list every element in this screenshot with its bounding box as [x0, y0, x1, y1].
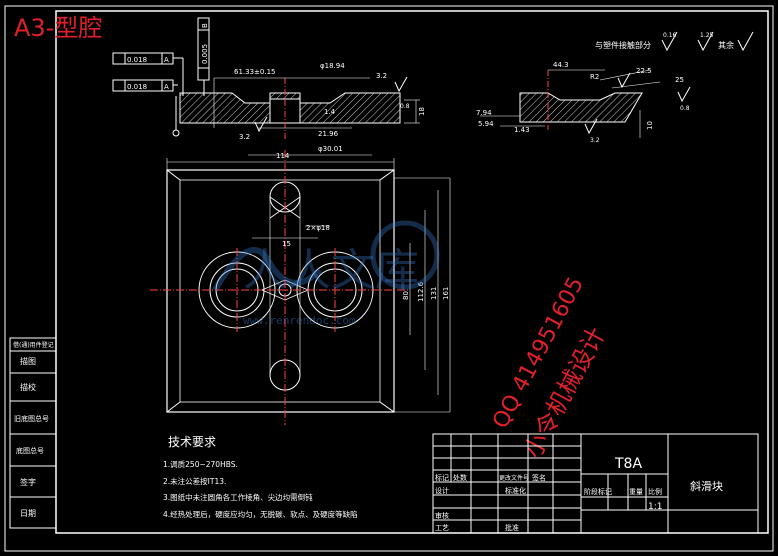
tech-title: 技术要求 [168, 435, 216, 449]
plan-dim-h4: 131 [430, 287, 438, 300]
left-label-3: 旧底图总号 [14, 414, 49, 423]
tb-cell-7: 工艺 [435, 524, 449, 532]
det-dim-d9: 3.2 [590, 137, 600, 144]
det-dim-d7: 1.43 [514, 126, 530, 134]
left-label-5: 签字 [20, 477, 36, 487]
tol-ref3: B [201, 23, 209, 28]
tech-line-3: 4.经热处理后，硬度应均匀，无脱碳、软点、及硬度等缺陷 [163, 509, 358, 519]
sec-dim-d8: 0.8 [400, 103, 410, 110]
inner-frame [55, 10, 769, 534]
det-dim-d6: 5.94 [478, 120, 494, 128]
tech-line-1: 2.未注公差按IT13. [163, 476, 226, 486]
tb-cell-9: 阶段标记 [584, 487, 612, 496]
left-label-2: 描校 [20, 382, 36, 392]
tb-cell-11: 比例 [648, 487, 662, 496]
tol-parallel1: 0.018 [127, 56, 147, 64]
detail-view [480, 69, 691, 138]
det-dim-d4: 25 [675, 76, 684, 84]
det-dim-d10: 0.8 [680, 105, 690, 112]
tb-material: T8A [614, 456, 642, 472]
tb-cell-10: 重量 [629, 488, 643, 496]
plan-centerlines [150, 150, 410, 425]
sec-dim-d1: 61.33±0.15 [234, 68, 276, 76]
tb-cell-0: 标记 [435, 473, 449, 482]
tb-cell-5: 标准化 [505, 486, 526, 495]
top-note-suffix: 其余 [718, 40, 734, 50]
sec-dim-d2: φ18.94 [320, 62, 345, 70]
tolerance-frames [112, 17, 210, 137]
sec-dim-d5: 21.96 [318, 130, 339, 138]
det-dim-d3: 22.5 [636, 67, 652, 75]
tol-flatness: 0.005 [201, 44, 209, 64]
tb-part-name: 斜滑块 [690, 480, 723, 493]
left-label-1: 描图 [20, 356, 36, 366]
det-dim-d1: 44.3 [553, 61, 569, 69]
tb-cell-3: 签名 [532, 473, 546, 482]
plan-dim-h1: 15 [282, 240, 291, 248]
plan-dim-h2: 80 [402, 291, 410, 300]
left-label-0: 借(通)用件登记 [13, 341, 54, 349]
tb-scale: 1:1 [648, 502, 662, 512]
tb-cell-6: 审核 [435, 511, 449, 520]
sec-dim-d4: 3.2 [239, 133, 250, 141]
det-dim-d2: R2 [590, 73, 599, 81]
watermark-url: www.renrendoc.com [243, 314, 356, 327]
corner-title: A3-型腔 [14, 14, 102, 42]
plan-dim-hole-note: 2×φ18 [306, 224, 330, 232]
tol-parallel2: 0.018 [127, 83, 147, 91]
top-note-prefix: 与塑件接触部分 [595, 40, 651, 50]
left-label-4: 底图总号 [16, 446, 44, 455]
plan-dim-h3: 112.6 [417, 281, 425, 302]
plan-dim-width: 114 [276, 152, 290, 160]
sec-dim-d6: φ30.01 [318, 145, 343, 153]
tb-cell-8: 批准 [505, 523, 519, 532]
tol-ref2: A [164, 83, 169, 91]
roughness-symbols [661, 31, 754, 52]
title-block [432, 433, 759, 534]
tol-ref1: A [164, 56, 169, 64]
watermark-brand: 人人文库 [243, 245, 419, 296]
top-note-ra1: 0.16 [663, 32, 677, 39]
sec-dim-d3: 3.2 [376, 72, 387, 80]
tech-line-0: 1.调质250~270HBS. [163, 459, 238, 469]
tb-cell-4: 设计 [435, 486, 449, 495]
tb-cell-1: 处数 [453, 473, 467, 482]
left-label-6: 日期 [20, 509, 36, 518]
outer-frame [4, 5, 774, 552]
plan-dim-h5: 161 [442, 287, 450, 300]
section-view [179, 76, 420, 156]
top-note-ra2: 1.25 [700, 32, 714, 39]
tb-cell-2: 更改文件号 [499, 474, 529, 482]
sec-dim-d9: 18 [418, 107, 426, 116]
det-dim-d8: 10 [646, 121, 654, 130]
sec-dim-d7: 1.4 [324, 108, 336, 116]
det-dim-d5: 7.94 [476, 109, 492, 117]
left-label-strip [9, 337, 57, 529]
tech-line-2: 3.图纸中未注圆角各工作棱角、尖边均需倒钝 [163, 492, 313, 502]
watermark [212, 220, 440, 292]
